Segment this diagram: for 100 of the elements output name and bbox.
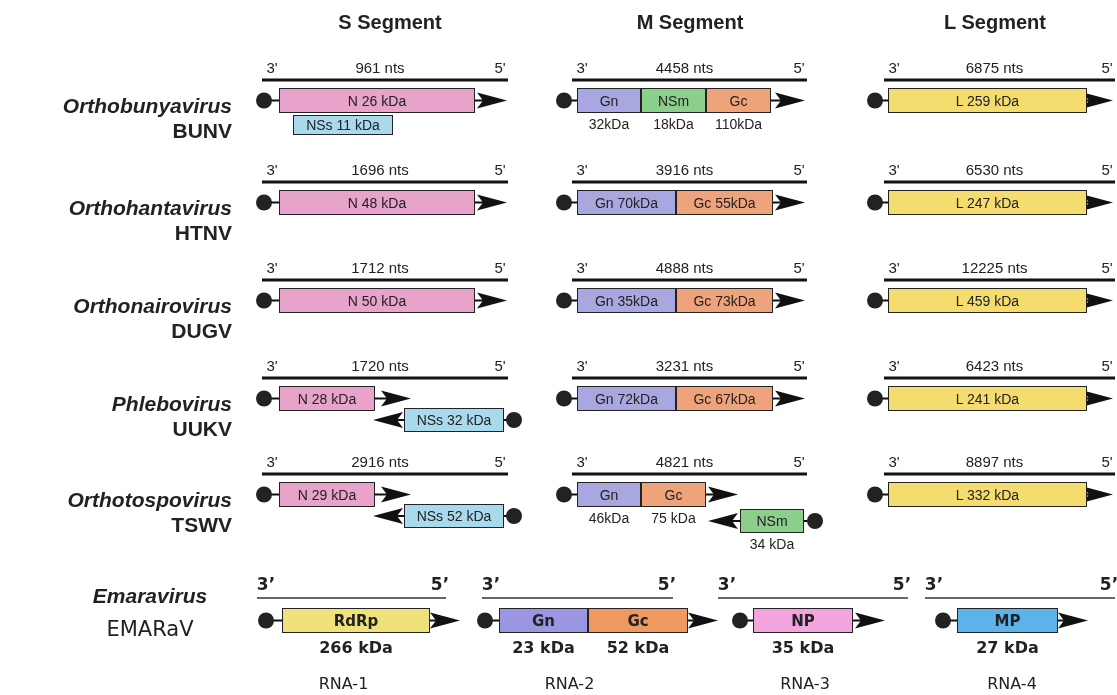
end-label: 3' <box>266 453 278 471</box>
mass-label: 23 kDa <box>512 639 575 657</box>
end-label: 3' <box>888 161 900 179</box>
segment-length: 6423 nts <box>965 357 1024 375</box>
virus-abbreviation: UUKV <box>172 417 232 441</box>
mass-label: 32kDa <box>588 117 630 133</box>
protein-box: NSs 32 kDa <box>404 408 504 432</box>
segment-length: 12225 nts <box>961 259 1028 277</box>
protein-box: Gc <box>588 608 688 633</box>
virus-abbreviation: TSWV <box>171 513 232 537</box>
mass-label: 110kDa <box>714 117 763 133</box>
mass-label: 75 kDa <box>651 511 696 527</box>
end-label: 5' <box>793 59 805 77</box>
segment-length: 4888 nts <box>655 259 714 277</box>
end-label: 3' <box>576 161 588 179</box>
protein-box: N 26 kDa <box>279 88 475 113</box>
genus-name: Orthobunyavirus <box>62 94 232 118</box>
end-label: 3’ <box>481 574 501 594</box>
protein-box: N 48 kDa <box>279 190 475 215</box>
protein-box: Gc 55kDa <box>676 190 773 215</box>
mass-label: 18kDa <box>653 117 694 133</box>
segment-length: 8897 nts <box>965 453 1024 471</box>
protein-box: Gc <box>706 88 771 113</box>
end-label: 3’ <box>256 574 276 594</box>
protein-box: Gn 70kDa <box>577 190 676 215</box>
end-label: 5' <box>494 453 506 471</box>
protein-box: NP <box>753 608 853 633</box>
protein-box: L 459 kDa <box>888 288 1087 313</box>
protein-box: RdRp <box>282 608 430 633</box>
protein-box: Gn <box>577 88 641 113</box>
genus-name: Orthotospovirus <box>67 488 232 512</box>
mass-label: 266 kDa <box>319 639 393 657</box>
protein-box: Gc 73kDa <box>676 288 773 313</box>
genus-name: Orthonairovirus <box>73 294 232 318</box>
segment-length: 4458 nts <box>655 59 714 77</box>
segment-length: 1712 nts <box>351 259 409 277</box>
protein-box: Gn 35kDa <box>577 288 676 313</box>
segment-length: 3231 nts <box>655 357 714 375</box>
end-label: 3' <box>888 259 900 277</box>
end-label: 3’ <box>717 574 737 594</box>
mass-label: 27 kDa <box>976 639 1039 657</box>
rna-label: RNA-4 <box>987 675 1037 693</box>
end-label: 3' <box>888 59 900 77</box>
end-label: 3' <box>576 59 588 77</box>
segment-length: 6875 nts <box>965 59 1024 77</box>
end-label: 5' <box>494 161 506 179</box>
protein-box: NSs 11 kDa <box>293 115 393 135</box>
protein-box: NSm <box>641 88 706 113</box>
mass-label: 46kDa <box>588 511 630 527</box>
end-label: 5' <box>494 357 506 375</box>
end-label: 3' <box>266 357 278 375</box>
end-label: 5’ <box>892 574 912 594</box>
protein-box: Gn <box>499 608 588 633</box>
end-label: 3' <box>576 357 588 375</box>
virus-abbreviation: BUNV <box>172 119 232 143</box>
virus-abbreviation: HTNV <box>174 221 232 245</box>
end-label: 5' <box>1101 59 1113 77</box>
protein-box: N 29 kDa <box>279 482 375 507</box>
segment-length: 6530 nts <box>965 161 1024 179</box>
mass-label: 35 kDa <box>771 639 835 657</box>
protein-box: L 259 kDa <box>888 88 1087 113</box>
end-label: 5’ <box>430 574 450 594</box>
segment-title: S Segment <box>338 11 442 33</box>
protein-box: Gc 67kDa <box>676 386 773 411</box>
protein-box: N 28 kDa <box>279 386 375 411</box>
end-label: 5' <box>1101 161 1113 179</box>
protein-box: N 50 kDa <box>279 288 475 313</box>
segment-length: 1696 nts <box>351 161 409 179</box>
segment-length: 1720 nts <box>351 357 409 375</box>
end-label: 3' <box>576 453 588 471</box>
protein-box: NSm <box>740 509 804 533</box>
end-label: 5' <box>793 259 805 277</box>
segment-length: 3916 nts <box>655 161 714 179</box>
protein-box: Gc <box>641 482 706 507</box>
end-label: 3' <box>888 357 900 375</box>
end-label: 3' <box>266 59 278 77</box>
protein-box: NSs 52 kDa <box>404 504 504 528</box>
segment-length: 961 nts <box>355 59 405 77</box>
protein-box: Gn 72kDa <box>577 386 676 411</box>
mass-label: 52 kDa <box>606 639 670 657</box>
end-label: 5' <box>1101 357 1113 375</box>
end-label: 3' <box>266 259 278 277</box>
end-label: 5' <box>1101 259 1113 277</box>
end-label: 5' <box>793 453 805 471</box>
end-label: 5’ <box>657 574 677 594</box>
protein-box: L 332 kDa <box>888 482 1087 507</box>
segment-length: 4821 nts <box>655 453 714 471</box>
rna-label: RNA-1 <box>318 675 369 693</box>
segment-title: M Segment <box>636 11 744 33</box>
protein-box: MP <box>957 608 1058 633</box>
mass-label: 34 kDa <box>749 537 795 553</box>
rna-label: RNA-2 <box>544 675 595 693</box>
genus-name: Phlebovirus <box>111 392 232 416</box>
segment-title: L Segment <box>944 11 1046 33</box>
segment-length: 2916 nts <box>351 453 409 471</box>
end-label: 5' <box>1101 453 1113 471</box>
end-label: 5' <box>494 259 506 277</box>
protein-box: L 241 kDa <box>888 386 1087 411</box>
end-label: 3' <box>888 453 900 471</box>
end-label: 5' <box>494 59 506 77</box>
